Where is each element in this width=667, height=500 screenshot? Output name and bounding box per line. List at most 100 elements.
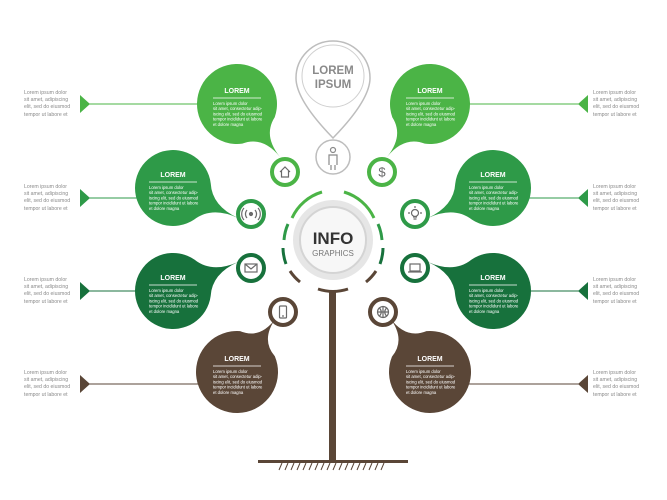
- side-text-right-4: Lorem ipsum dolor sit amet, adipiscing e…: [593, 370, 640, 398]
- phone-icon: [278, 305, 288, 319]
- petal-body-line: iscing elit, sed do eiusmod: [149, 298, 199, 303]
- petal-title: LOREM: [417, 88, 442, 95]
- petal-title: LOREM: [224, 88, 249, 95]
- icon-bubble: [268, 297, 298, 327]
- petal-body-line: sit amet, consectetur adip-: [469, 190, 519, 195]
- lightbulb-icon: [408, 206, 422, 220]
- arrow-heads: [80, 95, 588, 393]
- tree-trunk: [329, 290, 336, 462]
- petal-body-line: tempor incididunt ut labore: [213, 385, 263, 390]
- petal-body-line: tempor incididunt ut labore: [469, 304, 519, 309]
- top-badge: LOREM IPSUM: [295, 40, 371, 175]
- svg-text:$: $: [378, 165, 386, 180]
- petal-body-line: iscing elit, sed do eiusmod: [406, 111, 456, 116]
- petal-body-line: Lorem ipsum dolor: [213, 369, 248, 374]
- petal-body-line: iscing elit, sed do eiusmod: [469, 195, 519, 200]
- petal-body-line: tempor incididunt ut labore: [149, 304, 199, 309]
- icon-bubble: [367, 157, 397, 187]
- petal-shape: [387, 64, 470, 157]
- wireless-icon: [241, 207, 261, 221]
- petal-title: LOREM: [224, 356, 249, 363]
- petal-shape: [196, 318, 278, 413]
- mail-icon: [244, 263, 258, 273]
- petal-body-line: tempor incididunt ut labore: [469, 201, 519, 206]
- top-badge-line1: LOREM: [312, 65, 354, 77]
- petal-body-line: sit amet, consectetur adip-: [406, 106, 456, 111]
- arrow-right-4: [578, 375, 588, 393]
- petal-body-line: Lorem ipsum dolor: [149, 185, 184, 190]
- home-icon: [279, 166, 291, 178]
- petal-body-line: Lorem ipsum dolor: [406, 369, 441, 374]
- petal-body-line: tempor incididunt ut labore: [406, 385, 456, 390]
- petal-body-line: sit amet, consectetur adip-: [213, 374, 263, 379]
- center-subtitle: GRAPHICS: [312, 249, 354, 258]
- icon-bubble: [400, 199, 430, 229]
- petal-shape: [135, 149, 238, 226]
- arrow-right-3: [578, 282, 588, 300]
- center-ring: [281, 190, 385, 293]
- side-text-left-2: Lorem ipsum dolor sit amet, adipiscing e…: [24, 184, 71, 212]
- side-text-left-1: Lorem ipsum dolor sit amet, adipiscing e…: [24, 90, 71, 118]
- petal-shape: [428, 149, 531, 226]
- petal-body-line: iscing elit, sed do eiusmod: [213, 379, 263, 384]
- petal-body-line: iscing elit, sed do eiusmod: [213, 111, 263, 116]
- petal-body-line: sit amet, consectetur adip-: [469, 293, 519, 298]
- petal-title: LOREM: [480, 275, 505, 282]
- petal-body-line: et dolore magna: [469, 206, 500, 211]
- center-hub: INFO GRAPHICS: [293, 200, 373, 280]
- petal-body-line: Lorem ipsum dolor: [469, 185, 504, 190]
- petal-shape: [196, 64, 280, 157]
- petal-body-line: sit amet, consectetur adip-: [149, 293, 199, 298]
- petal-body-line: iscing elit, sed do eiusmod: [406, 379, 456, 384]
- petal-body-line: et dolore magna: [213, 390, 244, 395]
- icon-bubble: [270, 157, 300, 187]
- top-badge-line2: IPSUM: [315, 79, 351, 91]
- petal-body-line: Lorem ipsum dolor: [406, 101, 441, 106]
- center-title: INFO: [313, 229, 354, 248]
- petal-title: LOREM: [417, 356, 442, 363]
- petal-shape: [388, 318, 471, 413]
- petal-body-line: et dolore magna: [213, 122, 244, 127]
- petal-title: LOREM: [160, 275, 185, 282]
- icon-bubble: [236, 253, 266, 283]
- laptop-icon: [408, 263, 422, 273]
- petal-body-line: iscing elit, sed do eiusmod: [149, 195, 199, 200]
- arrow-right-1: [578, 95, 588, 113]
- side-text-right-3: Lorem ipsum dolor sit amet, adipiscing e…: [593, 277, 640, 305]
- arrow-left-4: [80, 375, 90, 393]
- ground-hatch: [278, 462, 385, 471]
- petal-body-line: sit amet, consectetur adip-: [213, 106, 263, 111]
- petal-body-line: et dolore magna: [469, 309, 500, 314]
- basketball-icon: [376, 305, 390, 319]
- petal-body-line: et dolore magna: [149, 206, 180, 211]
- arrow-left-3: [80, 282, 90, 300]
- petal-title: LOREM: [480, 172, 505, 179]
- person-icon: [328, 146, 338, 170]
- arrow-left-1: [80, 95, 90, 113]
- petal-body-line: et dolore magna: [406, 122, 437, 127]
- petal-body-line: sit amet, consectetur adip-: [406, 374, 456, 379]
- icon-bubble: [400, 253, 430, 283]
- side-text-left-3: Lorem ipsum dolor sit amet, adipiscing e…: [24, 277, 71, 305]
- dollar-icon: $: [378, 165, 386, 180]
- side-text-right-2: Lorem ipsum dolor sit amet, adipiscing e…: [593, 184, 640, 212]
- arrow-left-2: [80, 189, 90, 207]
- petal-body-line: sit amet, consectetur adip-: [149, 190, 199, 195]
- petal-body-line: Lorem ipsum dolor: [213, 101, 248, 106]
- side-text-left-4: Lorem ipsum dolor sit amet, adipiscing e…: [24, 370, 71, 398]
- petal-body-line: iscing elit, sed do eiusmod: [469, 298, 519, 303]
- petal-body-line: et dolore magna: [406, 390, 437, 395]
- side-text-right-1: Lorem ipsum dolor sit amet, adipiscing e…: [593, 90, 640, 118]
- petal-body-line: tempor incididunt ut labore: [149, 201, 199, 206]
- petal-body-line: Lorem ipsum dolor: [149, 288, 184, 293]
- petal-body-line: tempor incididunt ut labore: [406, 117, 456, 122]
